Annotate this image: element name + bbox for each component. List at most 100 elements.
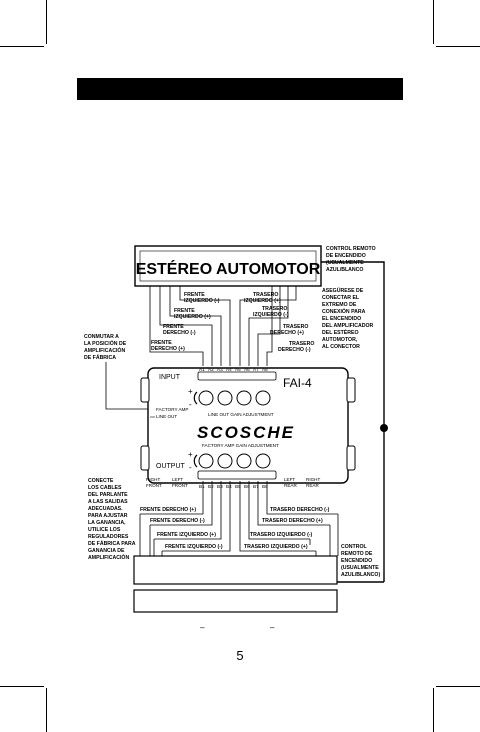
svg-text:AZUL/BLANCO: AZUL/BLANCO bbox=[326, 267, 363, 273]
remote-wire bbox=[321, 261, 385, 582]
svg-text:IZQUIERDO (-): IZQUIERDO (-) bbox=[184, 298, 220, 304]
output-wire-labels: FRENTE DERECHO (+) FRENTE DERECHO (-) FR… bbox=[140, 507, 330, 550]
svg-text:B5: B5 bbox=[235, 484, 241, 489]
input-wire-labels: FRENTE IZQUIERDO (-) FRENTE IZQUIERDO (+… bbox=[151, 292, 314, 353]
output-wire-drops bbox=[139, 514, 339, 556]
svg-text:AMPLIFICACIÓN: AMPLIFICACIÓN bbox=[88, 553, 129, 561]
svg-text:(USUALMENTE: (USUALMENTE bbox=[341, 565, 379, 571]
svg-text:A4: A4 bbox=[226, 367, 232, 372]
factory-gain-arc bbox=[193, 454, 198, 468]
svg-text:EXTREMO DE: EXTREMO DE bbox=[322, 302, 357, 308]
svg-text:B3: B3 bbox=[217, 484, 223, 489]
svg-text:LA POSICIÓN DE: LA POSICIÓN DE bbox=[84, 339, 127, 347]
svg-text:A7: A7 bbox=[253, 367, 259, 372]
svg-text:A5: A5 bbox=[235, 367, 241, 372]
svg-text:FRENTE: FRENTE bbox=[163, 324, 184, 330]
svg-text:DERECHO (+): DERECHO (+) bbox=[270, 330, 304, 336]
svg-text:FRENTE: FRENTE bbox=[184, 292, 205, 298]
svg-text:DE FÁBRICA PARA: DE FÁBRICA PARA bbox=[88, 540, 136, 547]
svg-text:AMPLIFICACIÓN: AMPLIFICACIÓN bbox=[84, 346, 125, 354]
svg-text:FRENTE: FRENTE bbox=[174, 308, 195, 314]
svg-text:IZQUIERDO (+): IZQUIERDO (+) bbox=[174, 314, 211, 320]
svg-text:CONECTE: CONECTE bbox=[88, 478, 114, 484]
svg-text:B6: B6 bbox=[244, 484, 250, 489]
svg-text:FRENTE: FRENTE bbox=[151, 340, 172, 346]
svg-text:TRASERO DERECHO (-): TRASERO DERECHO (-) bbox=[270, 507, 330, 513]
svg-text:LOS CABLES: LOS CABLES bbox=[88, 485, 122, 491]
svg-text:A8: A8 bbox=[262, 367, 268, 372]
model-label: FAI-4 bbox=[283, 376, 312, 390]
svg-text:LA GANANCIA,: LA GANANCIA, bbox=[88, 520, 126, 526]
svg-text:TRASERO: TRASERO bbox=[283, 324, 308, 330]
svg-text:LEFT: LEFT bbox=[284, 477, 295, 482]
svg-text:B2: B2 bbox=[208, 484, 214, 489]
svg-text:EL ENCENDIDO: EL ENCENDIDO bbox=[322, 316, 361, 322]
svg-text:DERECHO (+): DERECHO (+) bbox=[151, 346, 185, 352]
svg-text:DE ENCENDIDO: DE ENCENDIDO bbox=[326, 253, 366, 259]
svg-text:A3: A3 bbox=[217, 367, 223, 372]
svg-text:DEL PARLANTE: DEL PARLANTE bbox=[88, 492, 128, 498]
brand-logo: SCOSCHE bbox=[197, 423, 295, 442]
factory-gain-plus: + bbox=[188, 450, 193, 459]
svg-text:CONECTAR EL: CONECTAR EL bbox=[322, 295, 360, 301]
input-wires bbox=[149, 286, 297, 366]
factory-amp-gain-label: FACTORY AMP GAIN ADJUSTMENT bbox=[202, 443, 279, 448]
crop-mark bbox=[436, 46, 480, 47]
line-out-gain-knobs bbox=[198, 390, 271, 406]
output-wires bbox=[140, 481, 338, 552]
svg-text:TRASERO DERECHO (+): TRASERO DERECHO (+) bbox=[262, 518, 323, 524]
crop-mark bbox=[436, 686, 480, 687]
svg-text:UTILICE LOS: UTILICE LOS bbox=[88, 527, 121, 533]
input-pin-labels: A1 A2 A3 A4 A5 A6 A7 A8 bbox=[199, 367, 268, 372]
output-pin-labels: B1 B2 B3 B4 B5 B6 B7 B8 bbox=[199, 484, 268, 489]
remote-top-note: CONTROL REMOTO DE ENCENDIDO (USUALMENTE … bbox=[326, 246, 376, 273]
factory-gain-minus: - bbox=[189, 463, 192, 472]
svg-text:RIGHT: RIGHT bbox=[146, 477, 160, 482]
svg-text:AL CONECTOR: AL CONECTOR bbox=[322, 344, 360, 350]
svg-text:FRENTE IZQUIERDO (-): FRENTE IZQUIERDO (-) bbox=[165, 544, 223, 550]
input-connector bbox=[197, 371, 277, 381]
remote-bottom-note: CONTROL REMOTO DE ENCENDIDO (USUALMENTE … bbox=[341, 544, 380, 578]
svg-text:CONMUTAR A: CONMUTAR A bbox=[84, 334, 119, 340]
svg-text:FRENTE DERECHO (-): FRENTE DERECHO (-) bbox=[150, 518, 205, 524]
line-gain-plus: + bbox=[188, 387, 193, 396]
bottom-mark-left: – bbox=[200, 623, 205, 632]
car-stereo-box bbox=[134, 245, 322, 287]
svg-text:FRENTE DERECHO (+): FRENTE DERECHO (+) bbox=[140, 507, 196, 513]
svg-text:ASEGÚRESE DE: ASEGÚRESE DE bbox=[322, 287, 364, 294]
svg-text:IZQUIERDO (+): IZQUIERDO (+) bbox=[244, 298, 281, 304]
svg-text:DEL AMPLIFICADOR: DEL AMPLIFICADOR bbox=[322, 323, 374, 329]
svg-text:ENCENDIDO: ENCENDIDO bbox=[341, 558, 372, 564]
switch-arrow bbox=[105, 362, 150, 410]
svg-text:LEFT: LEFT bbox=[172, 477, 183, 482]
switch-line-out: LINE OUT bbox=[156, 414, 177, 419]
line-gain-arc bbox=[193, 391, 198, 405]
svg-text:ADECUADAS.: ADECUADAS. bbox=[88, 506, 123, 512]
switch-factory-amp: FACTORY AMP bbox=[156, 407, 188, 412]
crop-mark bbox=[433, 688, 434, 732]
car-stereo-title: ESTÉREO AUTOMOTOR bbox=[136, 259, 321, 278]
svg-text:A1: A1 bbox=[199, 367, 205, 372]
svg-text:(USUALMENTE: (USUALMENTE bbox=[326, 260, 364, 266]
connect-left-note: CONECTE LOS CABLES DEL PARLANTE A LAS SA… bbox=[88, 478, 136, 561]
svg-text:CONTROL REMOTO: CONTROL REMOTO bbox=[326, 246, 376, 252]
svg-text:B1: B1 bbox=[199, 484, 205, 489]
svg-text:A LAS SALIDAS: A LAS SALIDAS bbox=[88, 499, 128, 505]
svg-text:RIGHT: RIGHT bbox=[306, 477, 320, 482]
car-stereo-inner bbox=[139, 250, 317, 282]
svg-text:AUTOMOTOR,: AUTOMOTOR, bbox=[322, 337, 358, 343]
svg-text:DERECHO (-): DERECHO (-) bbox=[278, 347, 311, 353]
crop-mark bbox=[46, 688, 47, 732]
connect-right-note: ASEGÚRESE DE CONECTAR EL EXTREMO DE CONE… bbox=[322, 287, 374, 350]
svg-text:GANANCIA DE: GANANCIA DE bbox=[88, 548, 125, 554]
svg-text:CONTROL: CONTROL bbox=[341, 544, 367, 550]
svg-text:PARA AJUSTAR: PARA AJUSTAR bbox=[88, 513, 128, 519]
svg-text:B8: B8 bbox=[262, 484, 268, 489]
svg-text:REMOTO DE: REMOTO DE bbox=[341, 551, 373, 557]
svg-text:A2: A2 bbox=[208, 367, 214, 372]
remote-wire-dot bbox=[380, 424, 388, 432]
svg-text:DEL ESTÉREO: DEL ESTÉREO bbox=[322, 328, 359, 336]
svg-text:B7: B7 bbox=[253, 484, 259, 489]
